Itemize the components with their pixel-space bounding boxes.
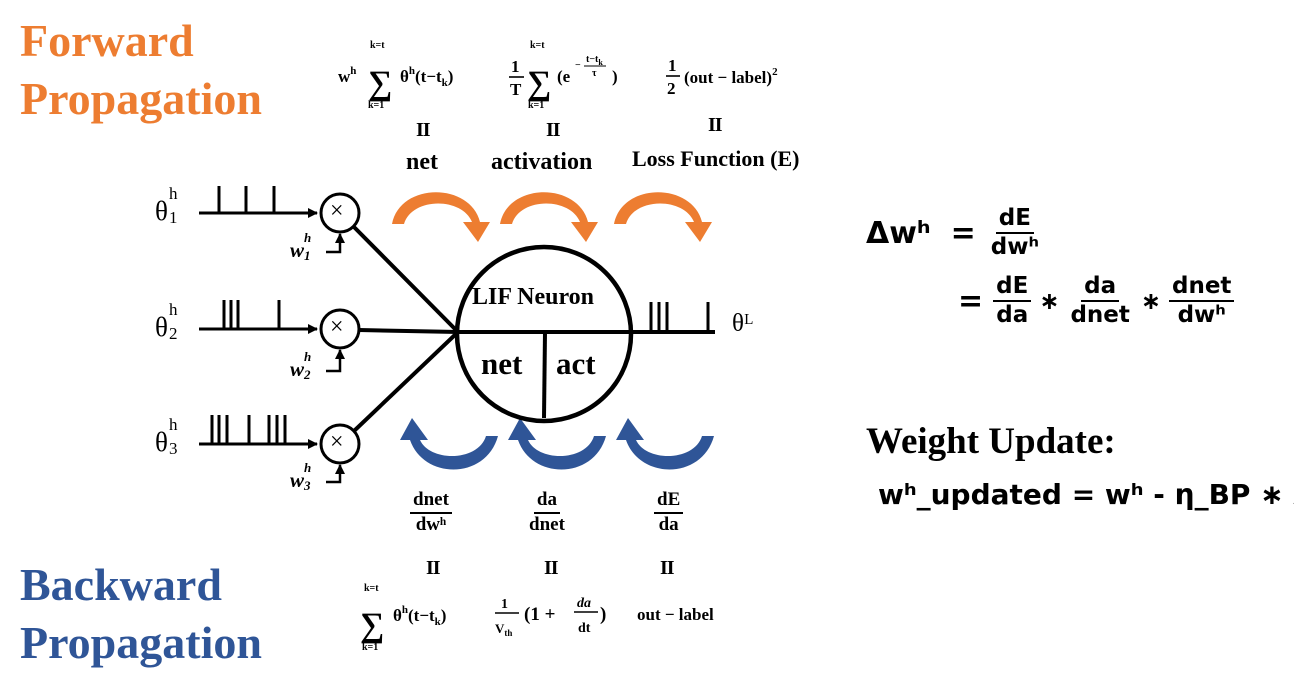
input-spike-trains (199, 186, 318, 449)
forward-activation-label: activation (491, 149, 593, 175)
svg-text:Vth: Vth (495, 621, 512, 638)
svg-text:k=1: k=1 (362, 642, 378, 653)
neuron-name: LIF Neuron (472, 284, 595, 310)
forward-activation-formula: 1 T k=t ∑ k=1 (e − t−tk τ ) (509, 40, 618, 111)
lif-neuron (454, 244, 715, 424)
svg-text:τ: τ (592, 68, 597, 79)
svg-text:k=t: k=t (364, 583, 379, 594)
svg-text:): ) (612, 67, 618, 86)
svg-text:1: 1 (668, 56, 677, 75)
weight-update-title: Weight Update: (866, 421, 1116, 462)
gradient-lhs: Δwʰ (866, 215, 931, 251)
backward-equals-1: II (426, 557, 441, 579)
forward-equals-3: II (708, 114, 723, 136)
backward-equals-2: II (544, 557, 559, 579)
svg-text:da: da (577, 596, 591, 611)
multiply-icon-3: × (330, 429, 344, 455)
neuron-act-label: act (556, 346, 596, 381)
svg-text:k=1: k=1 (368, 100, 384, 111)
backward-title-line1: Backward (20, 559, 222, 610)
backward-equals-3: II (660, 557, 675, 579)
backward-r3-formula: out − label (637, 605, 714, 624)
backward-r1-formula: k=t ∑ k=1 θh(t−tk) (360, 583, 446, 653)
backward-title-line2: Propagation (20, 616, 262, 668)
multiply-icon-1: × (330, 198, 344, 224)
svg-text:dt: dt (578, 621, 591, 636)
svg-text:−: − (575, 60, 581, 71)
svg-text:wh: wh (338, 65, 356, 86)
multiply-icon-2: × (330, 314, 344, 340)
forward-loss-formula: 1 2 (out − label)2 (666, 56, 778, 98)
forward-propagation-title: Forward Propagation (20, 12, 262, 127)
neuron-net-label: net (481, 346, 523, 381)
svg-text:1: 1 (501, 597, 508, 612)
svg-text:∑: ∑ (527, 65, 551, 102)
forward-arrows (392, 192, 712, 242)
forward-net-formula: wh k=t ∑ k=1 θh(t−tk) (338, 40, 453, 111)
backward-r2-formula: 1 Vth (1 + da dt ) (495, 596, 606, 638)
svg-text:k=t: k=t (530, 40, 545, 51)
svg-text:θh(t−tk): θh(t−tk) (400, 65, 453, 89)
svg-text:∑: ∑ (368, 65, 392, 102)
multiplier-nodes (319, 192, 361, 465)
svg-text:2: 2 (667, 79, 676, 98)
svg-text:): ) (600, 604, 606, 625)
svg-text:1: 1 (511, 57, 520, 76)
svg-text:(e: (e (557, 67, 571, 86)
backward-propagation-title: Backward Propagation (20, 556, 262, 671)
svg-text:∑: ∑ (360, 607, 384, 644)
output-spike-label: θᴸ (732, 310, 754, 337)
forward-title-line2: Propagation (20, 72, 262, 124)
forward-title-line1: Forward (20, 15, 194, 66)
weight-arrows (326, 233, 345, 484)
backward-arrows (400, 418, 714, 470)
forward-equals-1: II (416, 119, 431, 141)
svg-text:(1 +: (1 + (524, 604, 555, 625)
svg-text:k=1: k=1 (528, 100, 544, 111)
svg-text:t−tk: t−tk (586, 54, 603, 67)
svg-text:(out − label)2: (out − label)2 (684, 66, 778, 87)
svg-text:θh(t−tk): θh(t−tk) (393, 604, 446, 628)
svg-text:k=t: k=t (370, 40, 385, 51)
weight-update-formula: wʰ_updated = wʰ - η_BP ∗ Δwʰ (878, 478, 1294, 511)
forward-loss-label: Loss Function (E) (632, 146, 800, 171)
synapse-lines (352, 225, 460, 433)
forward-equals-2: II (546, 119, 561, 141)
forward-net-label: net (406, 149, 438, 175)
svg-text:T: T (510, 80, 522, 99)
